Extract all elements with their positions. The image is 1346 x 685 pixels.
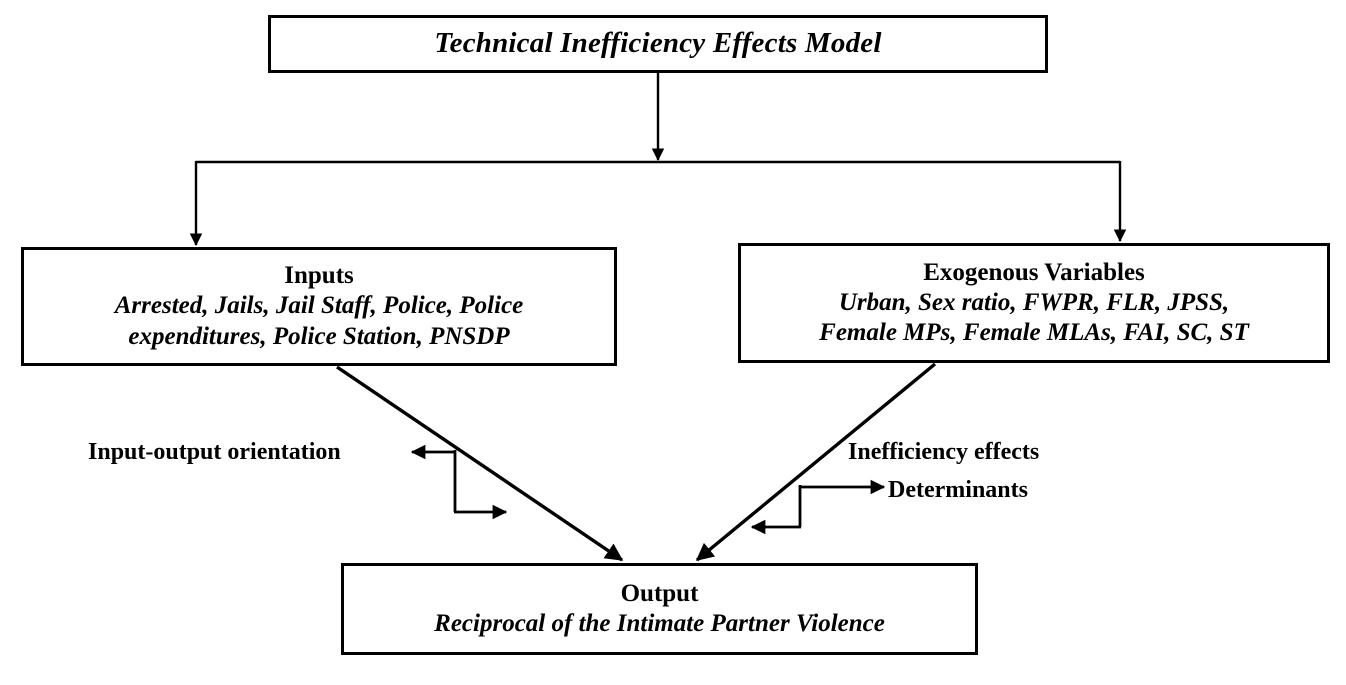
callout-input-output-orientation xyxy=(410,444,508,520)
exogenous-heading: Exogenous Variables xyxy=(923,258,1145,286)
annotation-input-output-orientation: Input-output orientation xyxy=(88,439,341,465)
connector-inputs-to-output xyxy=(336,365,624,562)
callout-determinants xyxy=(750,479,886,535)
exogenous-variable-list: Urban, Sex ratio, FWPR, FLR, JPSS, Femal… xyxy=(819,288,1249,347)
inputs-heading: Inputs xyxy=(284,262,354,289)
output-description: Reciprocal of the Intimate Partner Viole… xyxy=(434,609,885,637)
annotation-inefficiency-effects: Inefficiency effects xyxy=(848,439,1040,465)
node-inputs: Inputs Arrested, Jails, Jail Staff, Poli… xyxy=(21,247,617,366)
inputs-variable-list: Arrested, Jails, Jail Staff, Police, Pol… xyxy=(114,292,524,350)
output-heading: Output xyxy=(620,579,699,607)
node-exogenous-variables: Exogenous Variables Urban, Sex ratio, FW… xyxy=(738,243,1330,363)
node-output: Output Reciprocal of the Intimate Partne… xyxy=(341,563,978,655)
node-technical-inefficiency-effects-model: Technical Inefficiency Effects Model xyxy=(268,15,1048,73)
node-title-label: Technical Inefficiency Effects Model xyxy=(434,27,882,60)
annotation-determinants: Determinants xyxy=(888,477,1028,503)
